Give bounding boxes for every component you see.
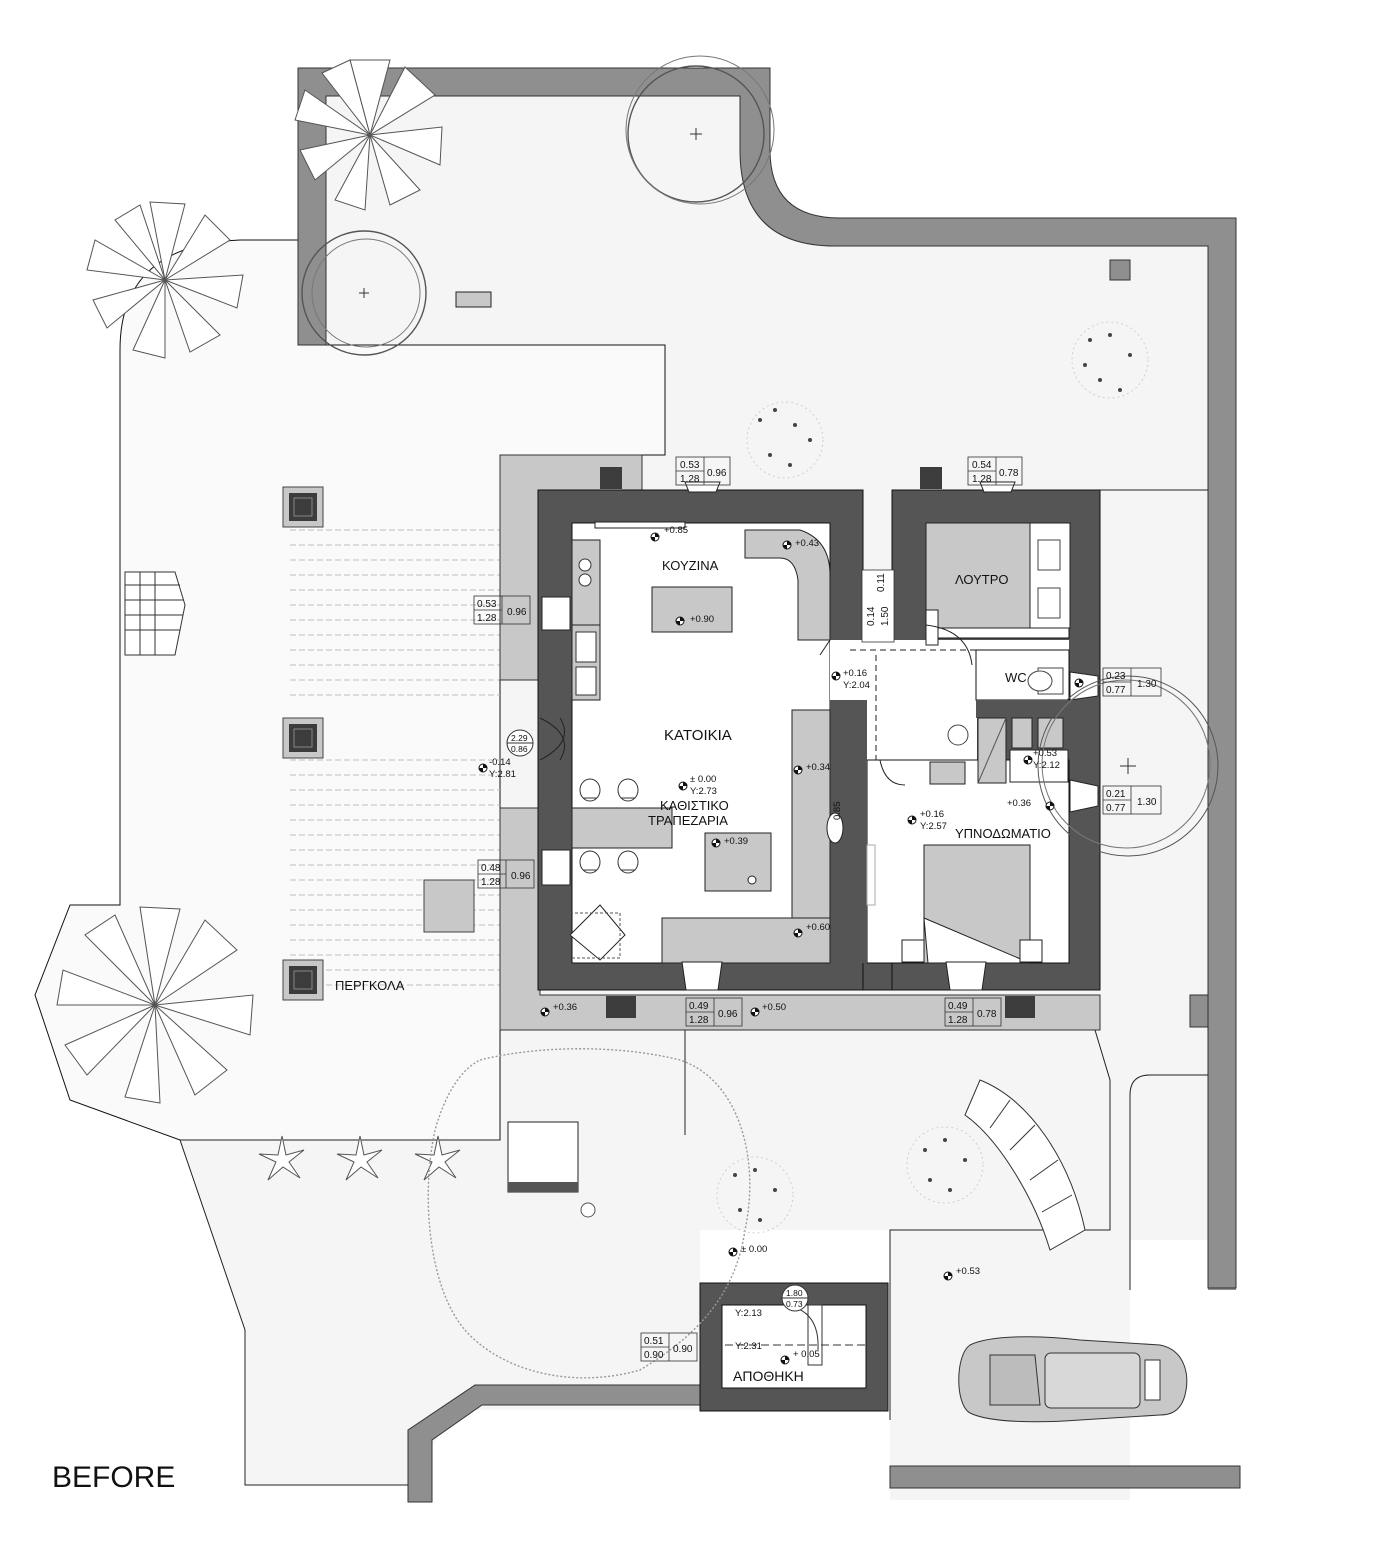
dim-c: 0.96 bbox=[718, 1009, 738, 1020]
wall-dim-1: 0.11 bbox=[876, 573, 887, 592]
level-yard-right: +0.53 bbox=[956, 1266, 980, 1277]
room-labels: ΚΟΥΖΙΝΑ ΚΑΤΟΙΚΙΑ ΚΑΘΙΣΤΙΚΟ ΤΡΑΠΕΖΑΡΙΑ ΛΟ… bbox=[52, 558, 1051, 1494]
garden-fence-outline bbox=[297, 67, 1237, 1289]
car bbox=[958, 1336, 1188, 1423]
dim-a: 0.21 bbox=[1106, 789, 1126, 800]
caption: BEFORE bbox=[52, 1461, 175, 1494]
dim-a: 0.54 bbox=[972, 460, 992, 471]
bathroom-label: ΛΟΥΤΡΟ bbox=[955, 572, 1009, 587]
pillar-small bbox=[1109, 259, 1131, 281]
level-labels: +0.85 +0.43 +0.90 +0.16 Y:2.04 ± 0.00 Y:… bbox=[489, 525, 1060, 1360]
living-label: ΚΑΘΙΣΤΙΚΟ bbox=[660, 798, 729, 813]
level-kitchen-island: +0.90 bbox=[690, 614, 714, 625]
steps-left bbox=[124, 571, 186, 656]
level-house-floor: ± 0.00 bbox=[690, 774, 716, 785]
level-bedroom-step: +0.36 bbox=[1007, 798, 1031, 809]
level-niche: 0.85 bbox=[832, 802, 843, 821]
dim-a: 0.23 bbox=[1106, 671, 1126, 682]
kitchen-label: ΚΟΥΖΙΝΑ bbox=[662, 558, 719, 573]
dim-c: 0.96 bbox=[511, 871, 531, 882]
pergola-label: ΠΕΡΓΚΟΛΑ bbox=[335, 978, 405, 993]
entrance-dim-a: 2.29 bbox=[511, 733, 528, 743]
dim-b: 0.77 bbox=[1106, 685, 1126, 696]
level-bedroom-height: Y:2.57 bbox=[920, 821, 947, 832]
level-yard: ± 0.00 bbox=[741, 1244, 767, 1255]
storage-label: ΑΠΟΘΗΚΗ bbox=[733, 1368, 804, 1384]
level-house-height: Y:2.73 bbox=[690, 786, 717, 797]
level-hall-height: Y:2.04 bbox=[843, 680, 870, 691]
dim-c: 0.96 bbox=[507, 607, 527, 618]
dim-b: 0.77 bbox=[1106, 803, 1126, 814]
wall-dims: 0.11 0.14 1.50 bbox=[861, 569, 895, 643]
dim-a: 0.49 bbox=[948, 1001, 968, 1012]
dim-c: 0.96 bbox=[707, 468, 727, 479]
level-bedroom: +0.16 bbox=[920, 809, 944, 820]
dim-c: 1.30 bbox=[1137, 797, 1157, 808]
level-living-wall: +0.34 bbox=[806, 762, 830, 773]
level-corner: +0.60 bbox=[806, 922, 830, 933]
storage-door-dim-a: 1.80 bbox=[786, 1288, 803, 1298]
level-storage-floor: + 0.05 bbox=[793, 1349, 820, 1360]
dim-a: 0.49 bbox=[689, 1001, 709, 1012]
dim-b: 1.28 bbox=[948, 1015, 968, 1026]
dim-b: 0.90 bbox=[644, 1350, 664, 1361]
dim-a: 0.48 bbox=[481, 863, 501, 874]
level-storage-h2: Y:2.31 bbox=[735, 1341, 762, 1352]
wall-dim-2: 0.14 bbox=[866, 606, 877, 626]
dim-b: 1.28 bbox=[680, 474, 700, 485]
level-entrance: -0.14 bbox=[489, 757, 511, 768]
fence-lower-left bbox=[407, 1384, 701, 1503]
pillar bbox=[1189, 994, 1209, 1028]
door-dims: 2.29 0.86 1.80 0.73 bbox=[506, 729, 809, 1312]
dim-b: 1.28 bbox=[477, 613, 497, 624]
level-hall: +0.16 bbox=[843, 668, 867, 679]
dining-label: ΤΡΑΠΕΖΑΡΙΑ bbox=[648, 813, 728, 828]
level-entrance-height: Y:2.81 bbox=[489, 769, 516, 780]
garden-box bbox=[507, 1121, 579, 1193]
storage-building bbox=[699, 1282, 889, 1412]
bedroom-label: ΥΠΝΟΔΩΜΑΤΙΟ bbox=[955, 826, 1051, 841]
level-terrace-right: +0.50 bbox=[762, 1002, 786, 1013]
fence-lower-right bbox=[889, 1465, 1241, 1489]
pergola-deck bbox=[282, 486, 500, 1001]
dim-b: 1.28 bbox=[689, 1015, 709, 1026]
trees bbox=[56, 55, 1219, 1379]
level-kitchen-counter: +0.43 bbox=[795, 538, 819, 549]
window-dim-labels: 0.53 1.28 0.96 0.54 1.28 0.78 0.53 1.28 … bbox=[477, 460, 1157, 1361]
dim-a: 0.51 bbox=[644, 1336, 664, 1347]
dim-c: 1.30 bbox=[1137, 679, 1157, 690]
entrance-dim-b: 0.86 bbox=[511, 744, 528, 754]
garden-box-2 bbox=[455, 291, 492, 308]
level-table: +0.39 bbox=[724, 836, 748, 847]
dim-a: 0.53 bbox=[477, 599, 497, 610]
dim-b: 1.28 bbox=[972, 474, 992, 485]
dim-b: 1.28 bbox=[481, 877, 501, 888]
level-terrace-left: +0.36 bbox=[553, 1002, 577, 1013]
level-closet: +0.53 bbox=[1033, 748, 1057, 759]
dim-c: 0.78 bbox=[977, 1009, 997, 1020]
house-label: ΚΑΤΟΙΚΙΑ bbox=[664, 727, 732, 744]
window-dims bbox=[473, 456, 1162, 1362]
wall-dim-3: 1.50 bbox=[880, 606, 891, 626]
level-kitchen-top: +0.85 bbox=[664, 525, 688, 536]
dim-c: 0.78 bbox=[999, 468, 1019, 479]
dim-c: 0.90 bbox=[673, 1344, 693, 1355]
wc-label: WC bbox=[1005, 670, 1027, 685]
level-closet-height: Y:2.12 bbox=[1033, 760, 1060, 771]
level-storage-h1: Y:2.13 bbox=[735, 1308, 762, 1319]
dim-a: 0.53 bbox=[680, 460, 700, 471]
storage-door-dim-b: 0.73 bbox=[786, 1299, 803, 1309]
